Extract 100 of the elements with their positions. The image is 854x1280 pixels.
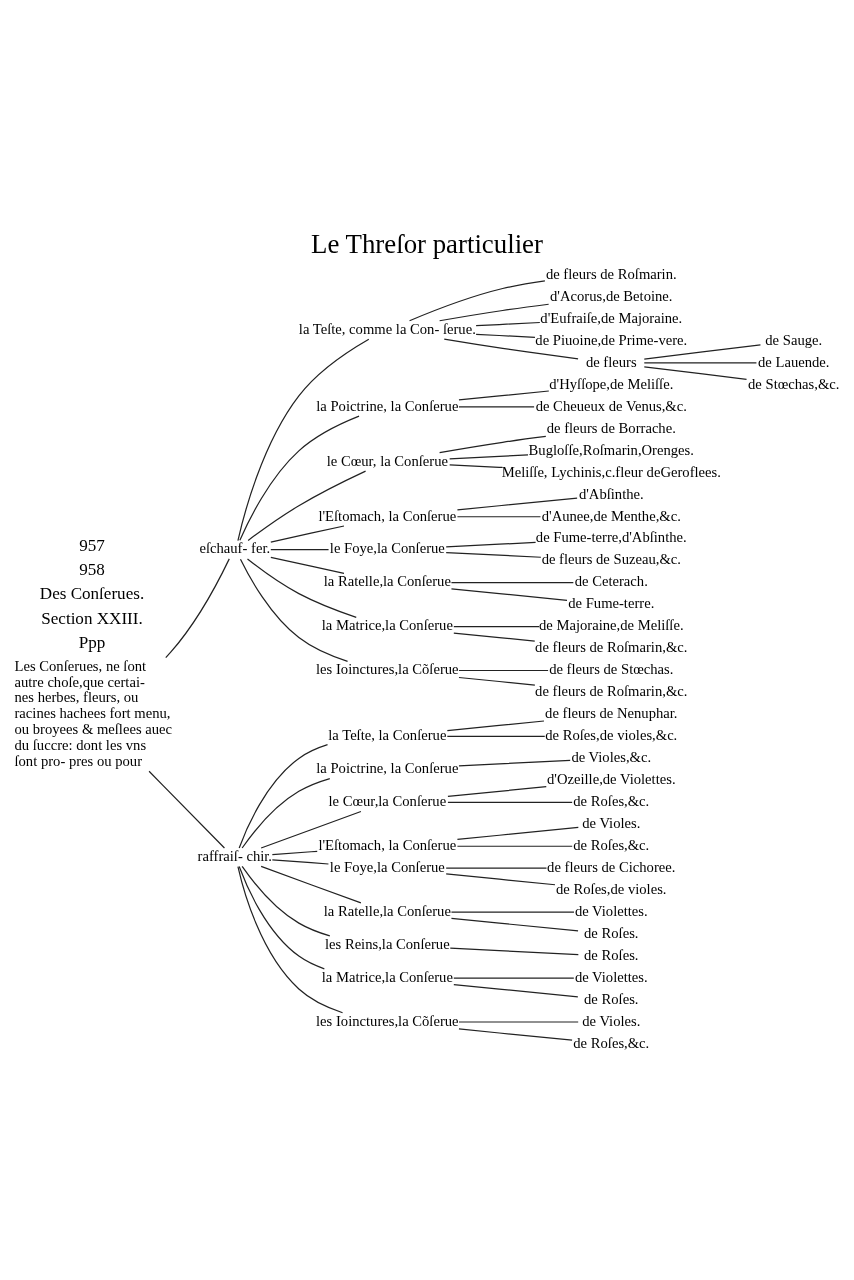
node-text: les Ioinctures,la Cõſerue	[316, 1012, 459, 1029]
connector	[458, 1028, 573, 1041]
connector	[450, 917, 579, 932]
node-text: la Matrice,la Conſerue	[321, 617, 453, 634]
connector	[165, 558, 230, 659]
connector	[445, 867, 548, 869]
connector	[449, 454, 529, 460]
connector	[456, 826, 579, 841]
node-text: Bugloſſe,Roſmarin,Orenges.	[528, 441, 694, 458]
node-text: l'Eſtomach, la Conſerue	[318, 507, 457, 524]
label: Section XXIII.	[41, 608, 143, 628]
node-text: de Roſes,de violes,&c.	[545, 727, 678, 744]
connector	[449, 464, 503, 469]
connector	[643, 344, 762, 360]
connector	[458, 406, 535, 408]
node-text: de Fume-terre.	[568, 595, 655, 612]
node-text: de Roſes.	[584, 924, 639, 941]
connector	[239, 415, 360, 541]
connector	[458, 669, 549, 672]
node-text: les Ioinctures,la Cõſerue	[316, 661, 459, 678]
node-text: de Roſes,&c.	[573, 837, 650, 854]
node-text: de Violettes.	[574, 902, 648, 919]
node-text: la Teſte, la Conſerue	[328, 727, 447, 744]
node-text: le Cœur,la Conſerue	[328, 793, 447, 810]
connector	[270, 549, 330, 551]
node-text: de fleurs de Roſmarin,&c.	[535, 683, 688, 700]
node-text: de Sauge.	[765, 331, 823, 348]
node-text: de fleurs	[585, 353, 637, 370]
node-text: de fleurs de Cichoree.	[547, 859, 676, 876]
node-text: de Violettes.	[574, 968, 648, 985]
connector	[446, 720, 545, 732]
connector	[445, 541, 537, 548]
connector	[271, 850, 318, 856]
diagram-title: Le Threſor particulier	[311, 229, 543, 260]
node-text: de fleurs de Suzeau,&c.	[541, 551, 681, 568]
node-text: de Violes.	[582, 1012, 641, 1029]
connector	[450, 588, 568, 601]
node-text: de fleurs de Roſmarin.	[545, 265, 677, 282]
node-text: de fleurs de Borrache.	[546, 419, 676, 436]
node-text: d'Ozeille,de Violettes.	[546, 771, 676, 788]
connector	[148, 770, 226, 849]
node-text: de fleurs de Stœchas.	[549, 661, 674, 678]
node-text: de Violes,&c.	[571, 749, 652, 766]
node-text: le Cœur, la Conſerue	[326, 452, 448, 469]
node-text: de Roſes,&c.	[573, 793, 650, 810]
node-text: de Cheueux de Venus,&c.	[535, 397, 687, 414]
connector	[238, 744, 329, 849]
connector	[408, 280, 546, 322]
connector	[447, 801, 573, 803]
node-text: le Foye,la Conſerue	[329, 540, 445, 557]
label: Des Conſerues.	[39, 584, 145, 604]
connector	[270, 556, 345, 574]
connector	[238, 865, 325, 970]
connector	[247, 470, 367, 541]
label: 958	[79, 559, 105, 579]
connector	[270, 525, 345, 543]
node-text: d'Abſinthe.	[578, 485, 644, 502]
connector	[458, 759, 571, 767]
node-text: de Violes.	[582, 815, 641, 832]
node-text: les Reins,la Conſerue	[324, 935, 450, 952]
node-text: de fleurs de Roſmarin,&c.	[535, 639, 688, 656]
node-text: l'Eſtomach, la Conſerue	[318, 837, 457, 854]
node-text: de Ceterach.	[574, 573, 648, 590]
node-text: le Foye,la Conſerue	[329, 859, 445, 876]
connector	[241, 777, 331, 849]
node-text: la Matrice,la Conſerue	[321, 968, 453, 985]
connector	[458, 390, 550, 401]
node-text: de Fume-terre,d'Abſinthe.	[535, 529, 687, 546]
connector	[271, 859, 330, 865]
node-text: de Roſes.	[584, 946, 639, 963]
connector	[450, 582, 574, 584]
connector	[453, 632, 536, 642]
connector	[449, 947, 579, 956]
node-text: d'Acorus,de Betoine.	[550, 287, 673, 304]
connector	[456, 845, 573, 847]
node-text: de Roſes,de violes.	[556, 880, 667, 897]
node-text: de Stœchas,&c.	[748, 375, 840, 392]
connector	[643, 362, 758, 364]
connector	[453, 625, 540, 628]
connector	[453, 977, 575, 979]
connector	[237, 866, 344, 1014]
connector	[475, 333, 536, 338]
label: Ppp	[78, 633, 106, 653]
connector	[453, 983, 579, 998]
connector	[239, 558, 349, 662]
connector	[241, 865, 331, 937]
node-text: la Poictrine, la Conſerue	[316, 397, 459, 414]
node-text: de Piuoine,de Prime-vere.	[535, 331, 688, 348]
node-text: Les Conſerues, ne ſont autre choſe,que certai- nes herbes, fleurs, ou racines hachees fort menu, ou broyees & meſlees auec du ſuccre: dont les vns ſont pro- pres ou pour	[14, 657, 173, 769]
connector	[445, 873, 556, 886]
node-text: de Roſes.	[584, 990, 639, 1007]
node-text: de Lauende.	[758, 353, 830, 370]
connector	[446, 735, 546, 737]
connector	[260, 865, 362, 904]
connector	[450, 911, 575, 913]
node-text: de Roſes,&c.	[573, 1034, 650, 1051]
node-text: de Majoraine,de Meliſſe.	[539, 617, 684, 634]
connector	[643, 366, 748, 380]
node-text: la Teſte, comme la Con- ſerue.	[298, 320, 476, 337]
connector	[456, 516, 542, 518]
